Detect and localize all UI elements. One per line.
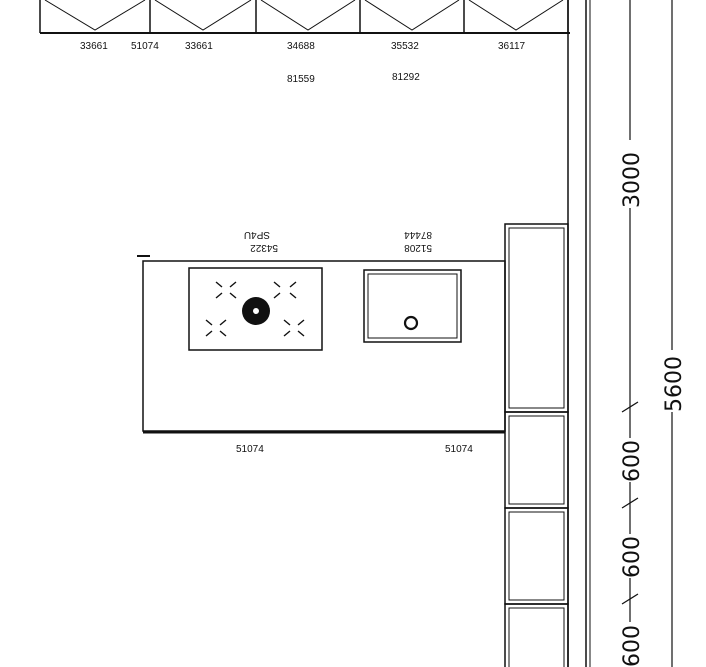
- cabinet-label: 33661: [185, 41, 213, 52]
- sink-code: 51208: [404, 242, 432, 253]
- hob-code: 54322: [250, 242, 278, 253]
- walls: [567, 0, 591, 667]
- island-bottom-labels: 51074 51074: [236, 444, 473, 455]
- cabinet-label: 35532: [391, 41, 419, 52]
- right-cabinet-column: [504, 223, 569, 667]
- dim-3000: 3000: [620, 152, 645, 208]
- cabinet-label: 36117: [498, 41, 526, 52]
- cabinet-sub-label: 81559: [287, 74, 315, 85]
- top-wall-cabinets: [39, 0, 570, 34]
- island-codes: 54322 SP4U 51208 87444: [244, 229, 432, 253]
- dim-600: 600: [620, 625, 645, 667]
- cabinet-label: 34688: [287, 41, 315, 52]
- dimension-text: 3000 5600 600 600 600: [618, 140, 687, 667]
- dim-5600: 5600: [662, 356, 687, 412]
- top-cabinet-labels: 33661 51074 33661 34688 35532 36117 8155…: [80, 41, 526, 85]
- island-label: 51074: [445, 444, 473, 455]
- cabinet-sub-label: 81292: [392, 72, 420, 83]
- dim-600: 600: [620, 536, 645, 578]
- drain-icon: [403, 315, 419, 331]
- cabinet-label: 33661: [80, 41, 108, 52]
- sink-code: 87444: [404, 229, 432, 240]
- dim-600: 600: [620, 440, 645, 482]
- island-counter: [137, 255, 506, 434]
- hob: [188, 267, 323, 351]
- cabinet-label: 51074: [131, 41, 159, 52]
- hob-code: SP4U: [244, 229, 270, 240]
- island-label: 51074: [236, 444, 264, 455]
- sink: [363, 269, 462, 343]
